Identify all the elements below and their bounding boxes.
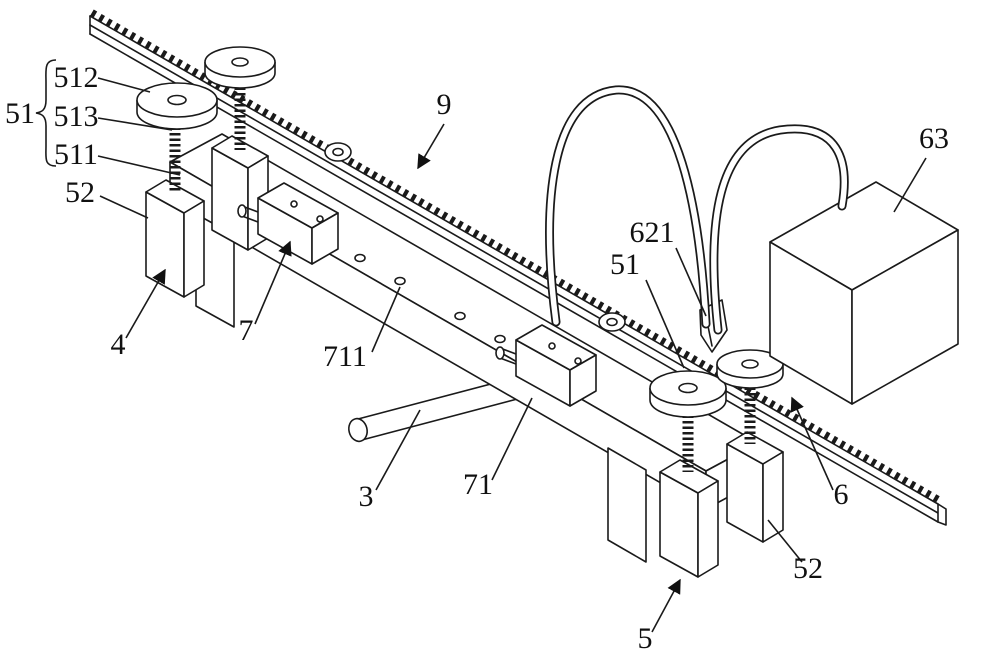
left-screw-knob-b <box>204 46 276 150</box>
label-52-left: 52 <box>65 176 95 209</box>
cylinder-end <box>348 417 368 443</box>
label-512: 512 <box>54 61 99 94</box>
beam-leg-right <box>607 447 647 563</box>
label-511: 511 <box>54 138 98 171</box>
leader-71 <box>491 397 533 481</box>
leader-51-right <box>645 279 685 369</box>
hose-left-loop <box>545 85 711 329</box>
leader-63 <box>893 157 927 213</box>
toothed-rail <box>89 9 947 526</box>
rail-end-cap <box>937 503 947 526</box>
leader-52-left <box>99 195 149 219</box>
pin-end <box>237 204 247 218</box>
label-5: 5 <box>638 622 653 655</box>
hose-right-loop <box>709 124 849 335</box>
label-4: 4 <box>111 328 126 361</box>
leader-511 <box>97 155 181 176</box>
leader-512 <box>97 77 151 93</box>
knob-hub <box>678 382 698 394</box>
beam-hole <box>354 253 366 263</box>
rail-roller-left-hub <box>332 147 344 157</box>
box-right-face <box>851 229 959 405</box>
label-63: 63 <box>919 122 949 155</box>
label-711: 711 <box>323 340 367 373</box>
rail-roller-left <box>324 142 352 162</box>
label-6: 6 <box>834 478 849 511</box>
screw-dot <box>574 357 582 365</box>
pin-end <box>495 346 505 360</box>
brace-51 <box>35 59 57 167</box>
beam-hole <box>394 276 406 286</box>
label-513: 513 <box>54 100 99 133</box>
screw-dot <box>290 200 298 208</box>
gearbox-block-7 <box>237 182 339 265</box>
right-screw-knob-d <box>716 349 784 444</box>
leader-711 <box>371 286 401 353</box>
gearbox-block-middle <box>495 324 597 407</box>
left-clamp-block-b <box>211 135 269 251</box>
right-clamp-block-5 <box>659 459 719 578</box>
right-clamp-block-52 <box>726 431 784 543</box>
label-7: 7 <box>239 314 254 347</box>
leader-52-right <box>767 519 803 563</box>
knob-hub <box>167 94 187 106</box>
rail-teeth <box>90 9 942 504</box>
label-3: 3 <box>359 480 374 513</box>
leader-3 <box>375 409 421 491</box>
screw-dot <box>316 215 324 223</box>
cylinder-rod <box>348 374 526 443</box>
rail-roller-right <box>598 312 626 332</box>
label-71: 71 <box>463 468 493 501</box>
leader-lines <box>35 59 927 633</box>
knob-hub <box>741 359 759 369</box>
leader-7 <box>254 240 292 325</box>
rail-roller-right-hub <box>606 317 618 327</box>
label-51-right: 51 <box>610 248 640 281</box>
leader-513 <box>97 117 173 131</box>
label-9: 9 <box>437 88 452 121</box>
beam-hole <box>454 311 466 321</box>
label-621: 621 <box>630 216 675 249</box>
part-labels: 512 513 511 51 52 4 9 7 711 3 71 621 51 … <box>5 61 949 655</box>
leader-9 <box>417 123 445 170</box>
leader-6 <box>790 396 834 491</box>
leader-5 <box>651 578 681 633</box>
right-screw-knob-c <box>649 370 727 472</box>
label-51-left: 51 <box>5 97 35 130</box>
leader-4 <box>125 268 166 339</box>
label-52-right: 52 <box>793 552 823 585</box>
leader-621 <box>675 247 707 317</box>
knob-hub <box>231 57 249 67</box>
beam-hole <box>494 334 506 344</box>
left-clamp-block-52 <box>145 179 205 298</box>
screw-dot <box>548 342 556 350</box>
left-screw-knob-a <box>136 82 218 192</box>
reservoir-box-63 <box>769 181 959 405</box>
